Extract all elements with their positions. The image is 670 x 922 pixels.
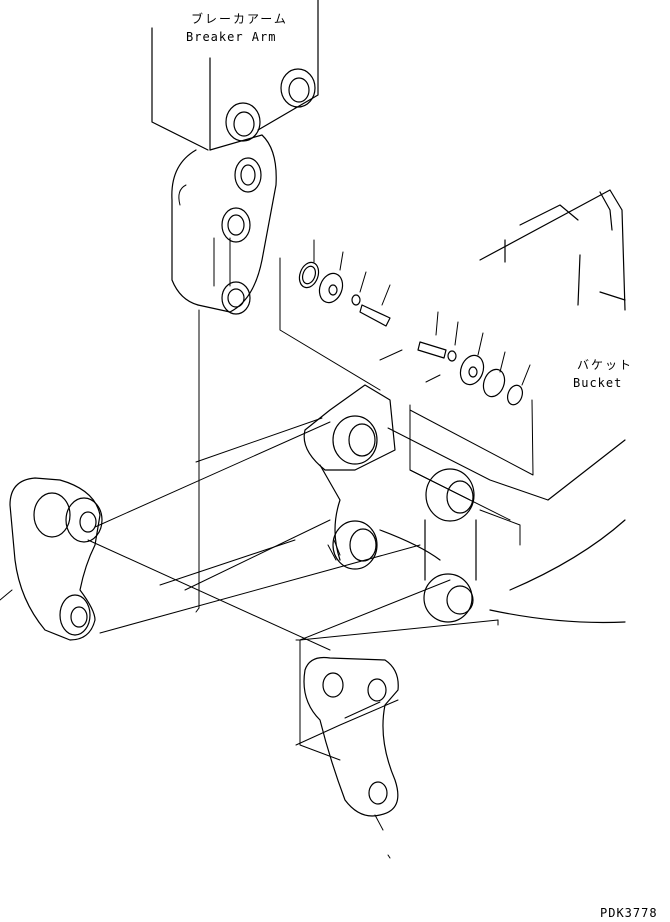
bucket-label-jp: バケット (577, 358, 634, 372)
center-line-1b (195, 607, 200, 613)
left-hardware-stack (279, 239, 403, 391)
bucket-outline (479, 189, 626, 624)
right-link-plate (303, 656, 399, 859)
bucket-link-assembly (303, 384, 549, 623)
bucket-label-en: Bucket (573, 376, 623, 390)
breaker-arm-label-jp: ブレーカアーム (191, 12, 288, 26)
construction-lines (87, 417, 499, 761)
right-hardware-stack (409, 311, 534, 476)
left-link-plate (0, 477, 103, 641)
drawing-code: PDK3778 (600, 906, 658, 920)
breaker-arm-label-en: Breaker Arm (186, 30, 277, 44)
breaker-arm (151, 0, 319, 315)
